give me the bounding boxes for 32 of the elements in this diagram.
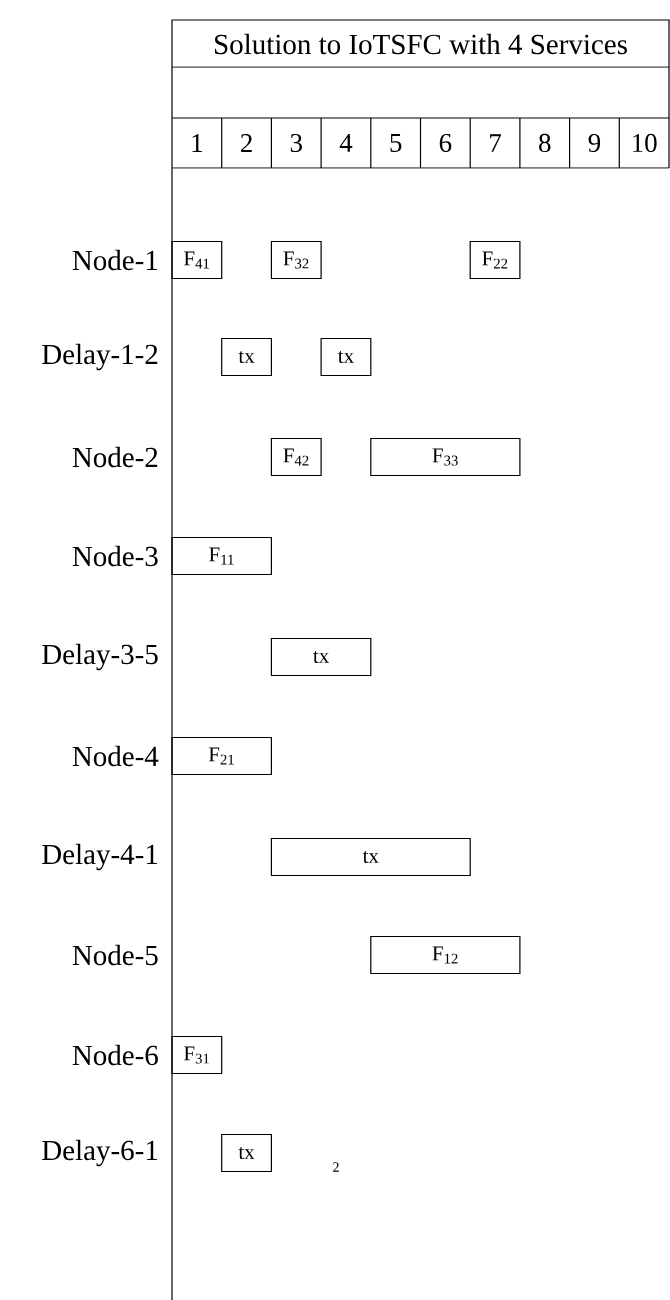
task-box: F$_{12}$ xyxy=(370,935,521,975)
task-box: F$_{33}$ xyxy=(370,437,521,477)
task-box: F$_{11}$ xyxy=(171,536,272,576)
time-slot-number: 9 xyxy=(588,133,601,153)
row-label: Delay-3-5 xyxy=(42,643,158,671)
time-slot-number: 2 xyxy=(241,134,252,152)
row-label: Node-2 xyxy=(72,446,158,468)
task-box: tx xyxy=(221,337,272,377)
time-slot-number: 3 xyxy=(290,133,302,153)
time-slot-number: 4 xyxy=(339,134,353,152)
time-slot-number: 6 xyxy=(439,133,452,153)
row-label: Delay-1-2 xyxy=(42,343,158,371)
task-box: F$_{31}$ xyxy=(171,1035,223,1075)
task-box: tx xyxy=(320,337,372,377)
small-number: 2 xyxy=(333,1162,339,1172)
time-slot-number: 8 xyxy=(539,133,551,153)
task-box: tx xyxy=(270,637,372,677)
task-box: tx xyxy=(270,837,471,877)
time-slot-number: 5 xyxy=(390,134,402,152)
row-label: Delay-4-1 xyxy=(42,843,158,871)
row-label: Delay-6-1 xyxy=(42,1139,158,1167)
task-box: F$_{22}$ xyxy=(469,240,521,280)
row-label: Node-5 xyxy=(72,944,158,966)
task-box: F$_{42}$ xyxy=(270,437,322,477)
time-slot-number: 1 xyxy=(192,134,202,152)
chart-title: Solution to IoTSFC with 4 Services xyxy=(215,33,627,55)
task-box: F$_{21}$ xyxy=(171,736,272,776)
time-slot-number: 10 xyxy=(633,133,657,153)
task-box: tx xyxy=(221,1133,272,1173)
task-box: F$_{32}$ xyxy=(270,240,322,280)
task-box: F$_{41}$ xyxy=(171,240,223,280)
time-slot-number: 7 xyxy=(490,134,501,152)
